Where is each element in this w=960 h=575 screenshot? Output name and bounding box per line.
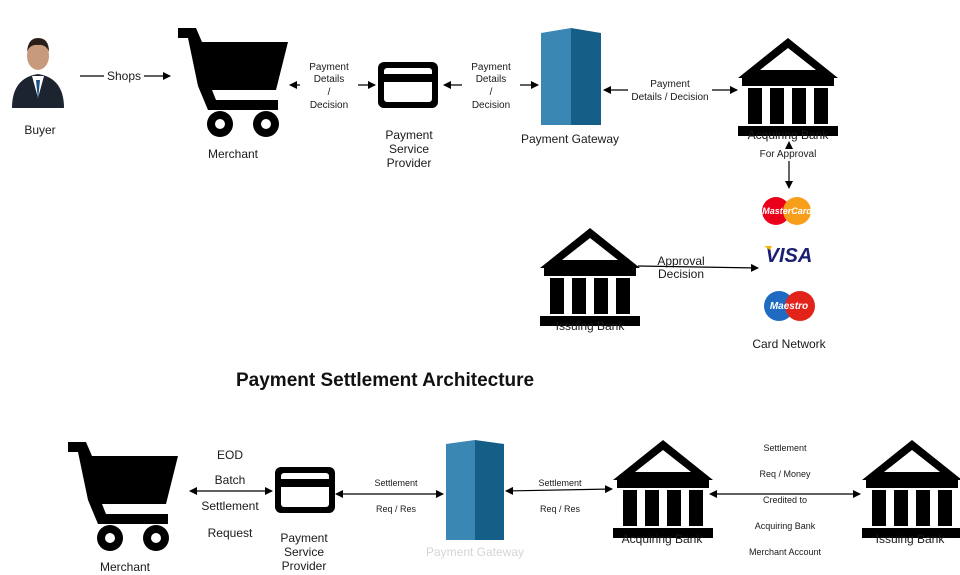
edge-label-line: Acquiring Bank [754, 521, 816, 531]
edge-label-line: Credited to [762, 495, 808, 505]
edge-label-line: / [462, 87, 520, 99]
visa-logo-icon: VISA [764, 245, 812, 267]
settlement-issuing-bank-label: Issuing Bank [875, 532, 945, 546]
gateway-label: Payment Gateway [520, 132, 620, 146]
issuing-cardnetwork-arrow [637, 263, 759, 272]
settlement-merchant-label: Merchant [99, 560, 151, 574]
settlement-payment-gateway-icon [446, 440, 504, 540]
edge-label-line: Req / Res [539, 504, 581, 514]
settlement-merchant-cart-icon [68, 442, 178, 551]
settlement-psp-card-icon [275, 467, 335, 513]
edge-label-line: Details [300, 74, 358, 86]
edge-label-line: Settlement [763, 443, 807, 453]
maestro-logo-icon: Maestro [764, 291, 815, 321]
psp-card-icon [378, 62, 438, 108]
card-network-label: Card Network [752, 337, 826, 351]
svg-text:MasterCard: MasterCard [762, 206, 812, 216]
edge-label-line: Decision [657, 267, 705, 281]
settlement-issuing-bank-icon [862, 440, 960, 538]
edge-label-line: Decision [300, 100, 358, 112]
edge-label-line: Payment [300, 62, 358, 74]
settlement-title: Payment Settlement Architecture [236, 370, 535, 391]
edge-label-line: Details [462, 74, 520, 86]
edge-label-line: / [300, 87, 358, 99]
acquiring-bank-label: Acquiring Bank [747, 128, 829, 142]
edge-label-line: EOD [216, 448, 243, 462]
issuing-bank-label: Issuing Bank [555, 319, 625, 333]
merchant-cart-icon [178, 28, 288, 137]
edge-label-line: Settlement [201, 499, 259, 513]
edge-label-line: Request [207, 526, 253, 540]
settlement-gateway-acquiring-arrow [505, 485, 613, 495]
edge-label-line: Req / Res [375, 504, 417, 514]
svg-text:VISA: VISA [766, 245, 813, 267]
psp-label-line: Service [388, 142, 429, 156]
svg-text:Maestro: Maestro [770, 301, 808, 312]
edge-label-line: Req / Money [759, 469, 811, 479]
settlement-acquiring-bank-label: Acquiring Bank [621, 532, 703, 546]
edge-label-line: Batch [214, 473, 246, 487]
psp-label-line: Payment [280, 531, 328, 545]
psp-label-line: Provider [281, 559, 327, 573]
shops-label: Shops [104, 70, 144, 83]
edge-label-line: Payment [628, 79, 712, 91]
psp-label-line: Service [283, 545, 324, 559]
edge-label-line: Decision [462, 100, 520, 112]
issuing-bank-icon [540, 228, 640, 326]
psp-label-line: Payment [385, 128, 433, 142]
edge-label-line: Settlement [374, 478, 418, 488]
merchant-label: Merchant [207, 147, 259, 161]
buyer-label: Buyer [24, 123, 56, 137]
edge-label-line: Details / Decision [626, 92, 714, 104]
edge-label-line: Approval [657, 254, 705, 268]
for-approval-label: For Approval [748, 149, 828, 161]
acquiring-bank-icon [738, 38, 838, 136]
buyer-person-icon [12, 38, 64, 108]
settlement-gateway-label: Payment Gateway [425, 545, 525, 559]
edge-label-line: Merchant Account [748, 547, 822, 557]
payment-gateway-icon [541, 28, 601, 125]
settlement-acquiring-bank-icon [613, 440, 713, 538]
edge-label-line: Payment [462, 62, 520, 74]
mastercard-logo-icon: MasterCard [762, 197, 812, 225]
edge-label-line: Settlement [538, 478, 582, 488]
psp-label-line: Provider [386, 156, 432, 170]
